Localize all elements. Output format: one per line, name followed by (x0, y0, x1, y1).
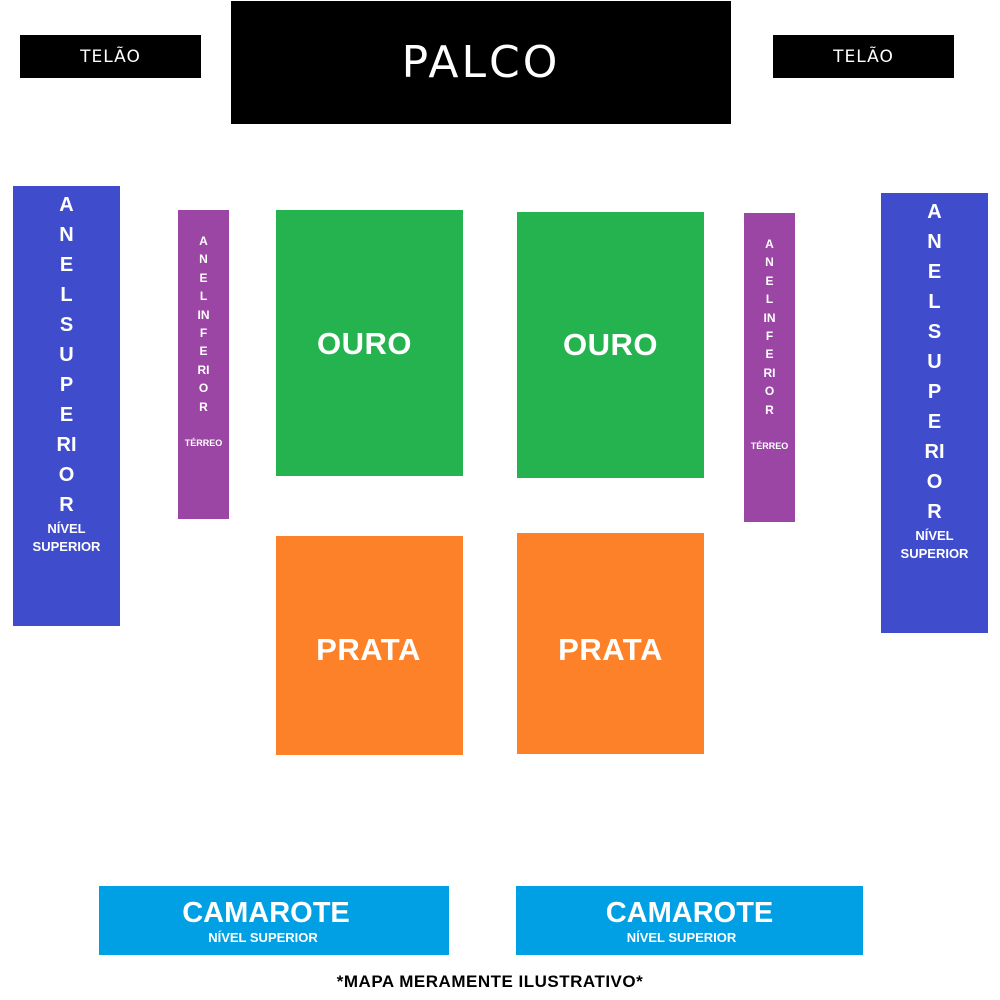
section-camarote-right[interactable]: CAMAROTE NÍVEL SUPERIOR (516, 886, 863, 955)
section-anel-superior-left[interactable]: ANEL SUPERIOR NÍVEL SUPERIOR (13, 186, 120, 626)
section-camarote-left[interactable]: CAMAROTE NÍVEL SUPERIOR (99, 886, 449, 955)
section-ouro-right[interactable]: OURO (517, 212, 704, 478)
anel-inferior-right-level: TÉRREO (750, 441, 789, 452)
section-anel-superior-right[interactable]: ANEL SUPERIOR NÍVEL SUPERIOR (881, 193, 988, 633)
stage-label: PALCO (401, 37, 561, 88)
anel-superior-left-level: NÍVEL SUPERIOR (32, 521, 101, 554)
footnote: *MAPA MERAMENTE ILUSTRATIVO* (336, 972, 644, 991)
camarote-left-level: NÍVEL SUPERIOR (208, 930, 318, 945)
section-ouro-left[interactable]: OURO (276, 210, 463, 476)
prata-right-label: PRATA (558, 632, 663, 667)
anel-superior-left-name: ANEL SUPERIOR (56, 194, 77, 516)
anel-superior-right-name: ANEL SUPERIOR (924, 201, 945, 523)
screen-left-label: TELÃO (80, 46, 141, 67)
stage: PALCO (231, 1, 731, 124)
section-prata-right[interactable]: PRATA (517, 533, 704, 754)
anel-superior-right-level: NÍVEL SUPERIOR (900, 528, 969, 561)
screen-right-label: TELÃO (833, 46, 894, 67)
anel-inferior-right-name: ANEL INFERIOR (763, 237, 776, 417)
screen-left: TELÃO (20, 35, 201, 78)
ouro-right-label: OURO (563, 327, 658, 362)
camarote-right-name: CAMAROTE (605, 897, 774, 929)
camarote-left-name: CAMAROTE (182, 897, 350, 929)
section-anel-inferior-left[interactable]: ANEL INFERIOR TÉRREO (178, 210, 229, 519)
camarote-right-level: NÍVEL SUPERIOR (626, 930, 737, 945)
prata-left-label: PRATA (316, 632, 421, 667)
screen-right: TELÃO (773, 35, 954, 78)
ouro-left-label: OURO (317, 326, 412, 361)
anel-inferior-left-level: TÉRREO (184, 438, 223, 449)
anel-inferior-left-name: ANEL INFERIOR (197, 234, 210, 414)
section-prata-left[interactable]: PRATA (276, 536, 463, 755)
section-anel-inferior-right[interactable]: ANEL INFERIOR TÉRREO (744, 213, 795, 522)
